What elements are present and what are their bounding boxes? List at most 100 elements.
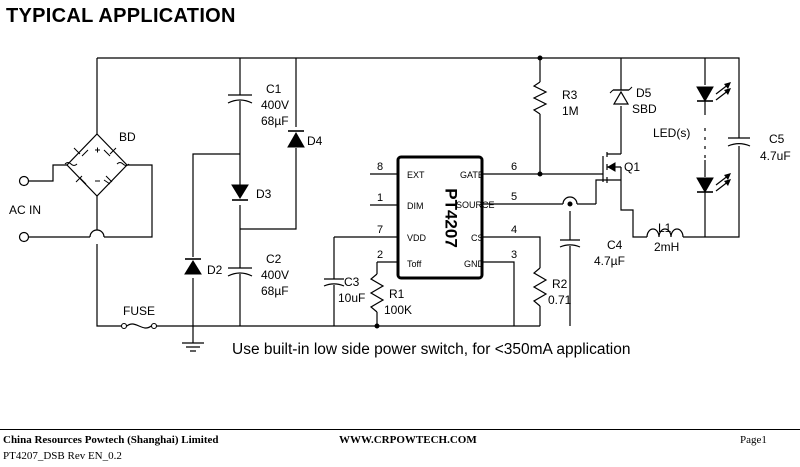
bridge-ac-wire [29,164,67,182]
pin-name-cs: CS [471,233,484,243]
led-arrow-head [724,179,731,186]
wire [620,180,647,238]
schematic-diagram: PT4207 EXT DIM VDD Toff GATE SOURCE CS G… [9,55,791,358]
bridge-diode-mark [103,147,117,157]
label-fuse: FUSE [123,304,155,318]
fuse-body [126,323,152,329]
label-l1-value: 2mH [654,240,679,254]
label-c3-name: C3 [344,275,360,289]
wire [595,179,607,204]
label-c4-value: 4.7µF [594,254,625,268]
bridge-diode-mark [75,175,87,185]
node-dot [537,171,543,177]
label-c4-name: C4 [607,238,623,252]
label-c3-value: 10uF [338,291,365,305]
r2-zigzag [532,267,548,307]
label-c1-name: C1 [266,82,282,96]
pin-name-dim: DIM [407,201,424,211]
led-1 [696,86,714,103]
c4-plate [559,244,581,248]
label-r1-name: R1 [389,287,405,301]
label-d3: D3 [256,187,272,201]
c2-plate [227,272,253,277]
pin-name-gate: GATE [460,170,484,180]
diode-d4 [287,131,305,148]
led-2 [696,177,714,194]
pin-name-toff: Toff [407,259,422,269]
led-arrow-head [724,82,731,89]
node-dot [567,201,573,207]
ground-symbol [182,342,204,352]
label-c2-name: C2 [266,252,282,266]
pin-wire [482,261,515,326]
diode-d2 [184,260,202,275]
q1-arrow [606,162,616,172]
diode-d5-hook [609,86,633,94]
node-dot [374,323,380,329]
label-r3-value: 1M [562,104,579,118]
ac-terminal [18,175,30,187]
pin-name-ext: EXT [407,170,425,180]
label-l1-name: L1 [658,221,672,235]
c3-plate [323,283,345,287]
bridge-ac-tilde [64,162,78,166]
wire [240,148,297,230]
wire [192,153,240,257]
label-d4: D4 [307,134,323,148]
bridge-diode-mark [73,147,89,157]
pin-name-gnd: GND [464,259,485,269]
led-arrow-head [724,173,731,180]
footer-divider [0,429,800,430]
pin-number: 6 [511,161,517,173]
label-c2-value: 68µF [261,284,289,298]
r1-zigzag [369,273,385,313]
label-r1-value: 100K [384,303,412,317]
page-heading: TYPICAL APPLICATION [6,5,236,27]
pin-number: 1 [377,192,383,204]
wire [96,244,122,327]
label-c2-voltage: 400V [261,268,289,282]
pin-number: 4 [511,224,517,236]
bridge-diode-mark [103,175,113,185]
diode-d3 [231,184,249,199]
bridge-ac-tilde [116,162,130,166]
footer-website: WWW.CRPOWTECH.COM [339,434,477,446]
pin-number: 8 [377,161,383,173]
ic-part-number: PT4207 [442,188,461,248]
label-q1: Q1 [624,160,640,174]
bridge-plus [95,147,100,153]
pin-number: 3 [511,249,517,261]
footer-doc-revision: PT4207_DSB Rev EN_0.2 [3,450,122,462]
label-ac-in: AC IN [9,203,41,217]
label-r2-name: R2 [552,277,568,291]
ic-pt4207 [396,155,484,280]
c5-plate [727,143,751,147]
led-arrow-head [724,88,731,95]
label-d2: D2 [207,263,223,277]
label-c5-value: 4.7uF [760,149,791,163]
pin-number: 7 [377,224,383,236]
label-r3-name: R3 [562,88,578,102]
pin-name-vdd: VDD [407,233,427,243]
fuse-terminal [120,322,128,330]
label-d5-value: SBD [632,102,657,116]
application-note: Use built-in low side power switch, for … [232,341,630,358]
label-c1-voltage: 400V [261,98,289,112]
pin-wire [482,236,541,268]
label-leds: LED(s) [653,126,690,140]
fuse-terminal [150,322,158,330]
pin-number: 5 [511,191,517,203]
footer-company: China Resources Powtech (Shanghai) Limit… [3,434,219,446]
bridge-ac-wire [104,164,153,238]
l1-coil [646,228,684,238]
c1-plate [227,99,253,104]
wire [683,146,740,238]
label-r2-value: 0.71 [548,293,572,307]
label-bd: BD [119,130,136,144]
r3-zigzag [532,81,548,115]
wire [705,57,740,138]
pin-number: 2 [377,249,383,261]
footer-page: Page1 [740,434,767,446]
pin-name-source: SOURCE [456,200,495,210]
label-c1-value: 68µF [261,114,289,128]
